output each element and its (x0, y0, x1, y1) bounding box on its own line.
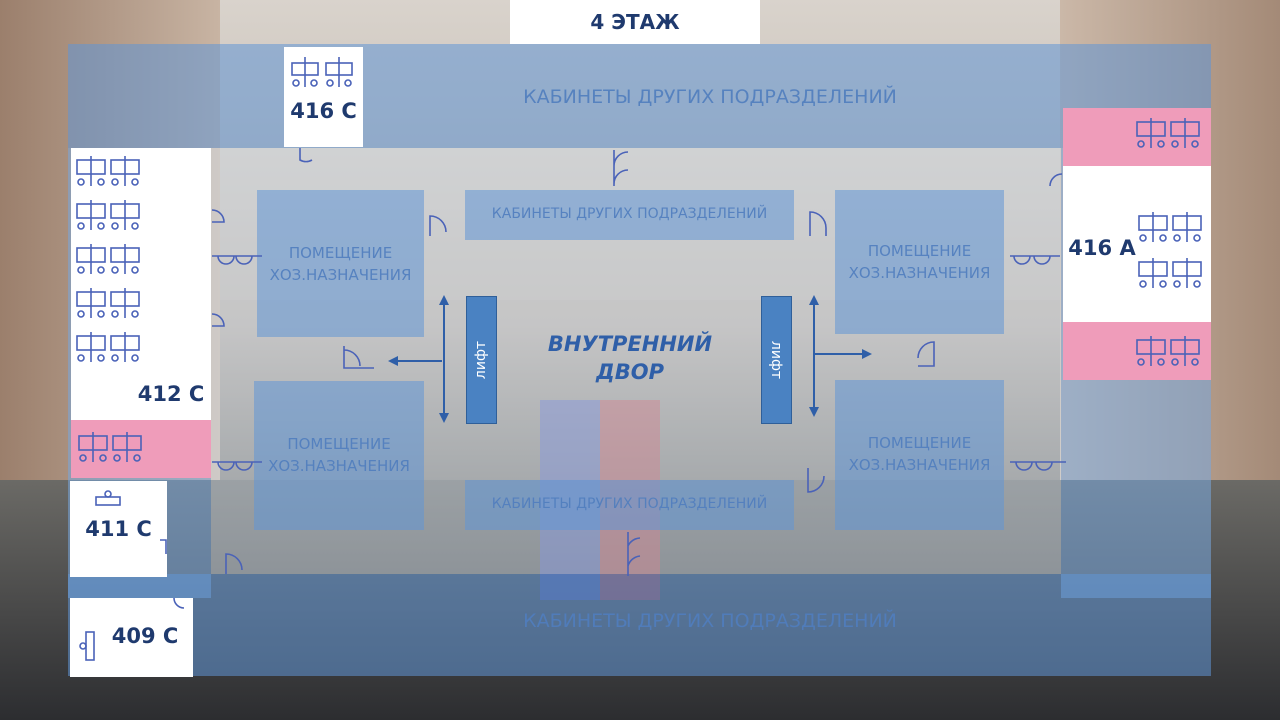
arrow-icon (388, 295, 449, 423)
courtyard-line1: ВНУТРЕННИЙ (547, 332, 713, 356)
lift-left: лифт (466, 296, 497, 424)
courtyard-line2: ДВОР (596, 360, 664, 384)
bottom-departments-label: КАБИНЕТЫ ДРУГИХ ПОДРАЗДЕЛЕНИЙ (523, 610, 897, 632)
room-416a[interactable]: 416 А (1063, 166, 1211, 322)
top-wing (68, 44, 1211, 148)
desk-cluster-icon (1138, 212, 1202, 289)
room-412c[interactable]: 412 С (71, 148, 211, 420)
inner-top-label: КАБИНЕТЫ ДРУГИХ ПОДРАЗДЕЛЕНИЙ (491, 206, 768, 222)
room-409c[interactable]: 409 С (70, 598, 193, 677)
utility-room-top-right: ПОМЕЩЕНИЕ ХОЗ.НАЗНАЧЕНИЯ (835, 190, 1004, 334)
desk-cluster-icon (78, 432, 142, 462)
utility-room-label: ПОМЕЩЕНИЕ ХОЗ.НАЗНАЧЕНИЯ (268, 435, 410, 475)
desk-icon (79, 631, 95, 661)
inner-bottom-label: КАБИНЕТЫ ДРУГИХ ПОДРАЗДЕЛЕНИЙ (491, 496, 768, 512)
bottom-wing (68, 574, 1211, 676)
utility-room-label: ПОМЕЩЕНИЕ ХОЗ.НАЗНАЧЕНИЯ (269, 244, 412, 284)
arrow-icon (809, 295, 872, 417)
inner-bottom-block: КАБИНЕТЫ ДРУГИХ ПОДРАЗДЕЛЕНИЙ (465, 480, 794, 530)
floor-title: 4 ЭТАЖ (510, 0, 760, 44)
desk-cluster-icon (1136, 336, 1200, 366)
room-number: 412 С (137, 382, 205, 406)
lift-right: лифт (761, 296, 792, 424)
room-416c[interactable]: 416 С (284, 47, 363, 147)
room-number: 416 А (1068, 236, 1136, 260)
utility-room-top-left: ПОМЕЩЕНИЕ ХОЗ.НАЗНАЧЕНИЯ (257, 190, 424, 337)
utility-room-label: ПОМЕЩЕНИЕ ХОЗ.НАЗНАЧЕНИЯ (848, 242, 991, 282)
desk-cluster-icon (76, 156, 140, 363)
room-411c[interactable]: 411 С (70, 481, 167, 577)
courtyard-label: ВНУТРЕННИЙ ДВОР (520, 330, 740, 386)
inner-top-block: КАБИНЕТЫ ДРУГИХ ПОДРАЗДЕЛЕНИЙ (465, 190, 794, 240)
room-number: 411 С (85, 517, 152, 541)
utility-room-bottom-right: ПОМЕЩЕНИЕ ХОЗ.НАЗНАЧЕНИЯ (835, 380, 1004, 530)
room-number: 409 С (111, 624, 179, 648)
utility-room-bottom-left: ПОМЕЩЕНИЕ ХОЗ.НАЗНАЧЕНИЯ (254, 381, 424, 530)
desk-icon (95, 490, 121, 506)
utility-room-label: ПОМЕЩЕНИЕ ХОЗ.НАЗНАЧЕНИЯ (848, 434, 991, 474)
desk-cluster-icon (1136, 118, 1200, 148)
desk-cluster-icon (291, 57, 353, 87)
room-416a-highlight-top (1063, 108, 1211, 166)
room-number: 416 С (290, 99, 357, 123)
top-departments-label: КАБИНЕТЫ ДРУГИХ ПОДРАЗДЕЛЕНИЙ (523, 86, 897, 108)
room-416a-highlight-bottom (1063, 322, 1211, 380)
room-412c-highlight (71, 420, 211, 478)
